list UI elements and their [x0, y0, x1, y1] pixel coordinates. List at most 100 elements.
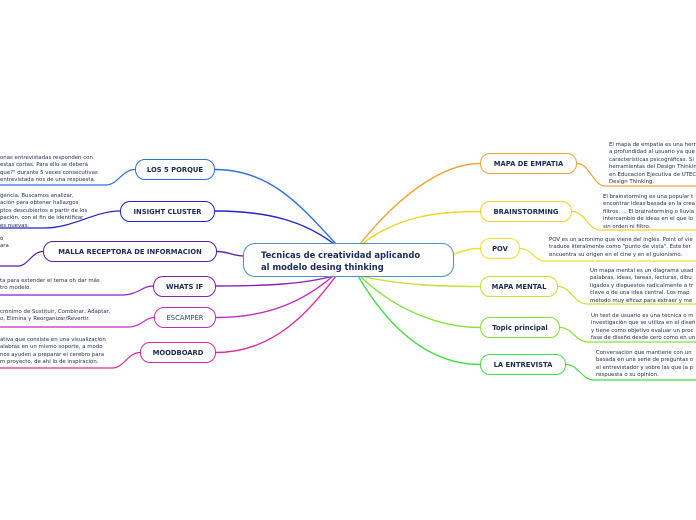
note-line: ativa que consiste en una visualización — [0, 337, 106, 343]
central-topic-line: Tecnicas de creatividad aplicando — [261, 250, 421, 260]
note-line: traduce literalmente como "punto de vist… — [549, 244, 691, 251]
connector-topic-principal — [359, 275, 481, 329]
topic-label: LA ENTREVISTA — [493, 360, 553, 369]
topic-topic-principal[interactable]: Topic principal — [480, 317, 560, 338]
topic-label: MAPA DE EMPATIA — [493, 159, 564, 168]
note-line: Design Thinking. — [609, 178, 655, 185]
note-underline-topic-principal — [559, 326, 696, 343]
note-line: alabras en un mismo soporte, a modo — [0, 344, 103, 351]
note-line: o — [0, 236, 4, 242]
topic-label: BRAINSTORMING — [493, 207, 559, 216]
topic-label: WHATS IF — [166, 282, 203, 291]
connector-escamper — [215, 275, 334, 319]
note-line: gencia. Buscamos analizar, — [0, 193, 74, 199]
note-line: ación para obtener hallazgos — [0, 200, 79, 207]
note-line: es nuevas. — [0, 222, 30, 229]
note-line: investigación que se utiliza en el diseñ — [591, 320, 696, 327]
note-line: crónimo de Sustituir, Combinar, Adaptar, — [0, 309, 111, 315]
note-underline-los-5-porque — [0, 168, 136, 186]
note-line: POV es un acrónimo que viene del inglés.… — [549, 237, 693, 243]
central-topic-line: al modelo desing thinking — [261, 261, 384, 272]
note-line: ligados y dispuestos radicalmente a tr — [590, 282, 694, 289]
note-line: m proyecto, de ahí lo de inspiración. — [0, 359, 99, 366]
note-topic-principal[interactable]: Un test de usuario es una técnica o m in… — [591, 313, 696, 343]
topic-label: MOODBOARD — [152, 348, 204, 357]
note-underline-insight-cluster — [0, 210, 121, 229]
note-underline-mapa-mental — [557, 285, 696, 305]
note-line: herramientas del Design Thinkin — [609, 164, 696, 171]
note-line: y tiene como objetivo evaluar un proc — [591, 327, 694, 334]
note-brainstorming[interactable]: El brainstorming es una popular t encont… — [603, 194, 696, 231]
note-insight-cluster[interactable]: gencia. Buscamos analizar, ación para ob… — [0, 193, 115, 230]
note-line: a profundidad al usuario ya que — [609, 149, 695, 156]
note-underline-malla-receptora — [0, 250, 44, 267]
note-line: nos ayuden a preparar el cerebro para — [0, 351, 105, 358]
note-line: el entrevistador y sobre las que la p — [596, 364, 694, 371]
note-line: método muy eficaz para extraer y me — [590, 297, 693, 304]
topic-pov[interactable]: POV — [480, 238, 520, 259]
note-line: características psicográficas. Sí — [609, 156, 694, 163]
topic-malla-receptora[interactable]: MALLA RECEPTORA DE INFORMACION — [43, 241, 217, 262]
note-line: fase de diseño desde cero como en un — [591, 335, 696, 342]
connector-mapa-mental — [359, 275, 481, 288]
note-line: palabras, ideas, tareas, lecturas, dibu — [590, 275, 692, 282]
note-mapa-de-empatia[interactable]: El mapa de empatía es una herr a profund… — [609, 142, 696, 186]
note-los-5-porque[interactable]: onas entrevistadas responden con estas c… — [0, 155, 130, 185]
note-line: Un test de usuario es una técnica o m — [591, 313, 694, 319]
note-line: qué?" durante 5 veces consecutivas — [0, 169, 98, 176]
topic-moodboard[interactable]: MOODBOARD — [140, 342, 216, 363]
note-la-entrevista[interactable]: Conversación que mantiene con un basada … — [596, 350, 696, 380]
note-line: Conversación que mantiene con un — [596, 350, 692, 356]
topic-insight-cluster[interactable]: INSIGHT CLUSTER — [120, 201, 215, 222]
note-mapa-mental[interactable]: Un mapa mental es un diagrama usad palab… — [590, 268, 696, 305]
topic-escamper[interactable]: ESCAMPER — [154, 307, 216, 328]
topic-label: LOS 5 PORQUE — [146, 165, 204, 174]
connector-brainstorming — [361, 210, 481, 245]
note-line: ptos descubiertos a partir de los — [0, 207, 88, 214]
topic-whats-if[interactable]: WHATS IF — [153, 276, 216, 297]
note-line: ara — [0, 243, 9, 250]
topic-brainstorming[interactable]: BRAINSTORMING — [480, 201, 572, 222]
note-line: en Educación Ejecutiva de UTEC — [609, 171, 696, 178]
note-line: entrevistada nos de una respuesta. — [0, 177, 96, 184]
topic-label: POV — [492, 244, 508, 253]
note-underline-moodboard — [0, 351, 141, 369]
topic-mapa-mental[interactable]: MAPA MENTAL — [480, 276, 558, 297]
note-line: sin orden ni filtro. — [603, 223, 651, 230]
note-line: encuentra su origen en el cine y en el g… — [549, 251, 683, 258]
topic-mapa-de-empatia[interactable]: MAPA DE EMPATIA — [480, 153, 577, 174]
topic-label: INSIGHT CLUSTER — [133, 207, 202, 216]
note-whats-if[interactable]: ta para extender el tema oh dar más tro … — [0, 278, 148, 293]
note-line: estas cortas. Para ello se deberá — [0, 162, 88, 169]
note-line: ta para extender el tema oh dar más — [0, 278, 100, 284]
connector-los-5-porque — [214, 168, 337, 245]
note-line: tro modelo. — [0, 285, 31, 292]
topic-label: Topic principal — [492, 323, 548, 332]
connector-moodboard — [215, 275, 337, 354]
note-underline-la-entrevista — [565, 363, 696, 381]
note-underline-pov — [519, 247, 696, 262]
note-malla-receptora[interactable]: o ara — [0, 236, 40, 251]
note-line: Un mapa mental es un diagrama usad — [590, 268, 694, 274]
note-moodboard[interactable]: ativa que consiste en una visualización … — [0, 337, 135, 367]
note-pov[interactable]: POV es un acrónimo que viene del inglés.… — [549, 237, 696, 259]
topic-la-entrevista[interactable]: LA ENTREVISTA — [480, 354, 566, 375]
note-underline-brainstorming — [571, 210, 696, 231]
topic-los-5-porque[interactable]: LOS 5 PORQUE — [135, 159, 215, 180]
note-escamper[interactable]: crónimo de Sustituir, Combinar, Adaptar,… — [0, 309, 150, 324]
note-line: clave o de una idea central. Los map — [590, 290, 690, 297]
note-line: o, Elimina y Reorganizar/Revertir. — [0, 316, 90, 323]
note-underline-escamper — [0, 316, 155, 328]
note-line: filtros. ... El brainstorming o lluvia — [603, 208, 695, 215]
note-line: pación, con el fin de identificar — [0, 215, 84, 222]
connector-insight-cluster — [214, 210, 335, 245]
note-line: El brainstorming es una popular t — [603, 194, 694, 200]
note-line: intercambio de ideas en el que lo — [603, 216, 694, 223]
connector-pov — [453, 247, 481, 255]
topic-label: MAPA MENTAL — [491, 282, 547, 291]
note-line: respuesta o su opinión. — [596, 372, 659, 379]
note-line: onas entrevistadas responden con — [0, 155, 93, 161]
central-topic[interactable]: Tecnicas de creatividad aplicando al mod… — [243, 243, 454, 277]
connector-whats-if — [215, 275, 334, 287]
